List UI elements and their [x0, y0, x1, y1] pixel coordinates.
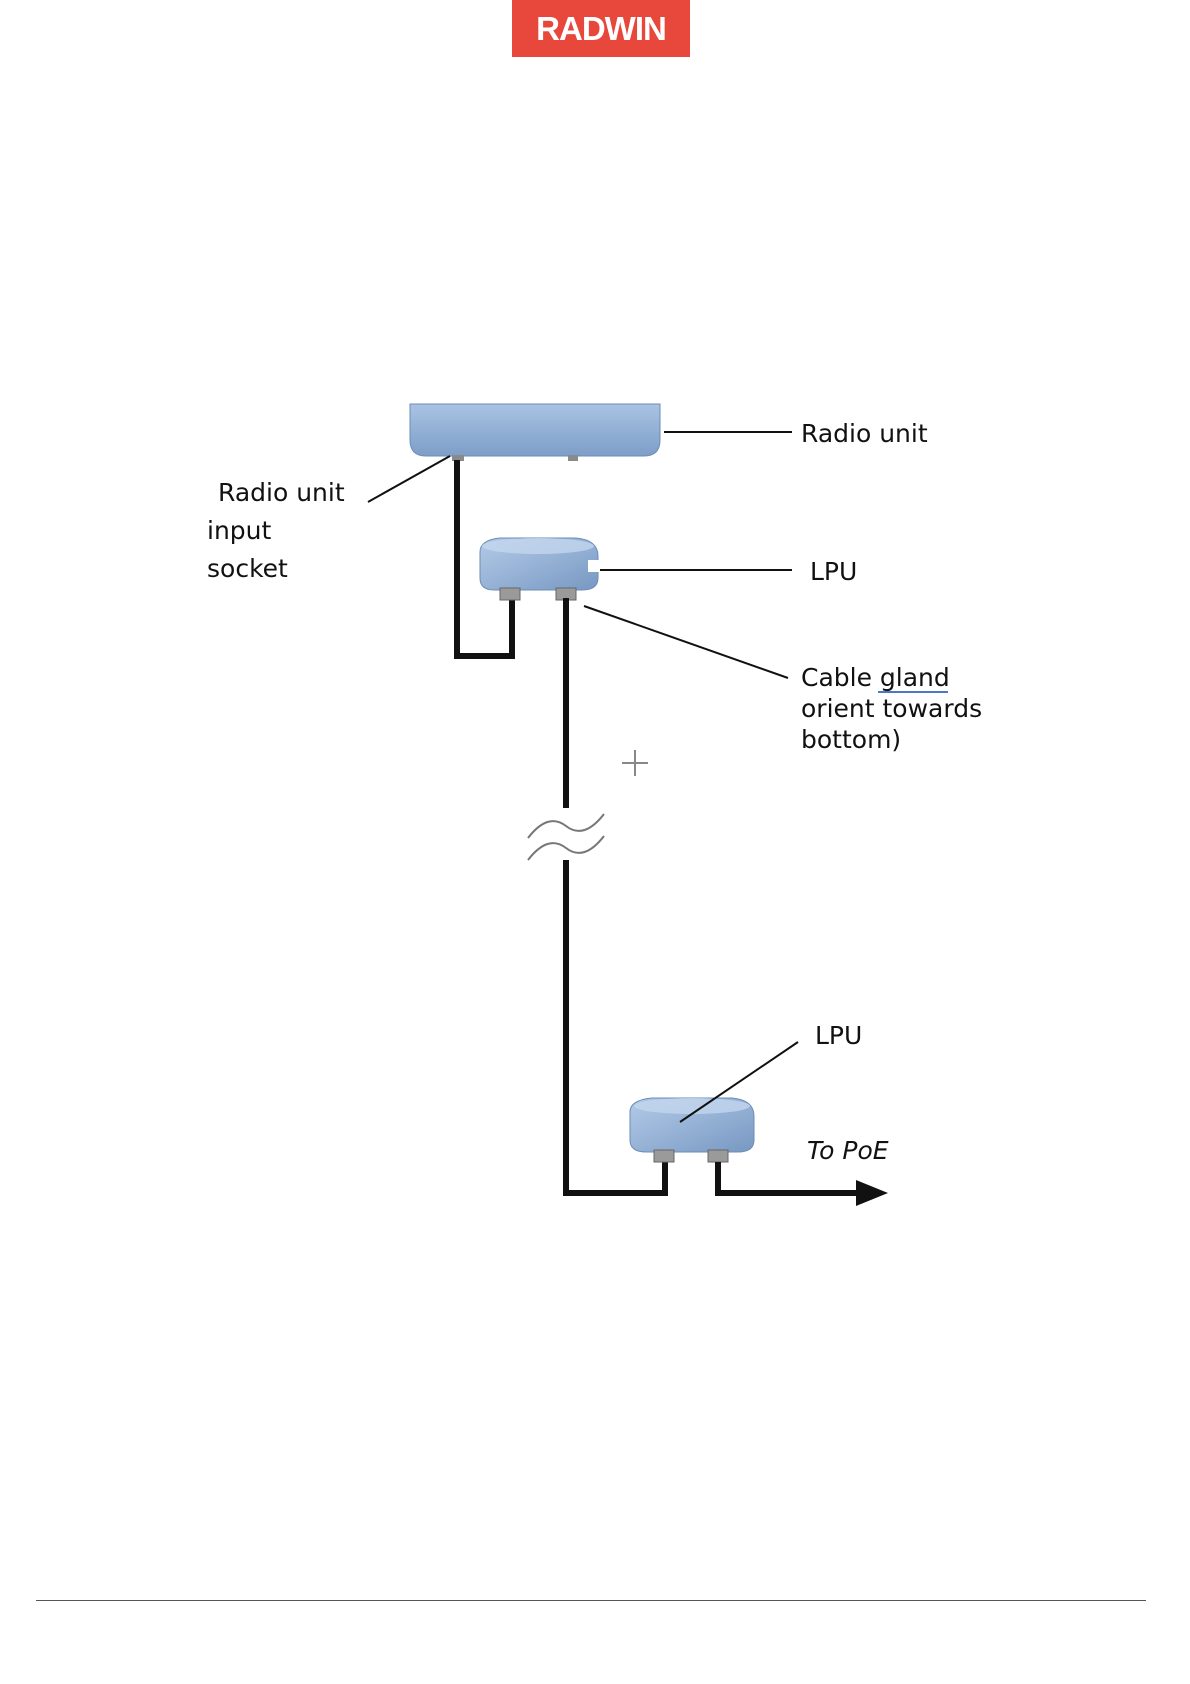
- leader-cable-gland: [584, 606, 788, 678]
- label-lpu-bottom: LPU: [815, 1021, 862, 1050]
- label-cable-gland-2: orient towards: [801, 694, 982, 723]
- arrow-right-icon: [856, 1180, 888, 1206]
- radio-unit: [410, 404, 660, 461]
- label-radio-unit: Radio unit: [801, 419, 928, 448]
- label-lpu-top: LPU: [810, 557, 857, 586]
- top-lpu: [480, 538, 600, 600]
- label-cable-gland-3: bottom): [801, 725, 901, 754]
- leader-input-socket: [368, 456, 450, 502]
- cable-to-poe: [718, 1162, 860, 1193]
- cable-break-symbol: [528, 808, 604, 860]
- label-input-socket-2: input: [207, 516, 272, 545]
- label-to-poe: To PoE: [807, 1136, 889, 1165]
- label-cable-gland-1: Cable gland: [801, 663, 950, 692]
- crosshair-mark: [622, 750, 648, 776]
- footer-divider: [36, 1600, 1146, 1601]
- label-input-socket-1: Radio unit: [218, 478, 345, 507]
- label-input-socket-3: socket: [207, 554, 288, 583]
- bottom-lpu: [630, 1098, 754, 1162]
